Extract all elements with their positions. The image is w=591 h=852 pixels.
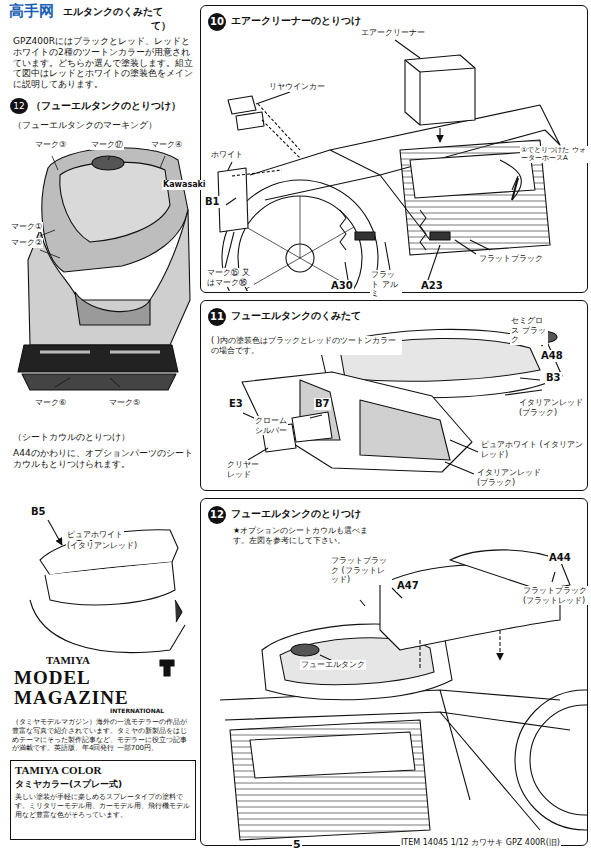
- marking-label: マーク③: [34, 140, 67, 150]
- part-number: A47: [396, 580, 420, 592]
- color-note: イタリアンレッド (ブラック): [518, 398, 584, 417]
- part-number: A23: [420, 280, 444, 292]
- note-text: ( )内の塗装色はブラックとレッドのツートンカラーの場合です。: [210, 336, 402, 355]
- step-number: 12: [208, 506, 226, 524]
- color-note: フラット アルミ: [370, 270, 402, 299]
- section-heading: て）: [150, 20, 172, 32]
- color-note: ピュアホワイト: [66, 530, 124, 540]
- step-number: 10: [208, 13, 226, 31]
- section-heading: （フューエルタンクのとりつけ）: [30, 100, 182, 112]
- marking-label: マーク⑥: [34, 398, 67, 408]
- part-number: A48: [540, 350, 564, 362]
- box-text: MAGAZINE: [14, 686, 129, 710]
- part-number: E3: [228, 398, 244, 410]
- box-title: フューエルタンクのとりつけ: [231, 508, 361, 521]
- part-number: A44: [548, 552, 572, 564]
- box-text: 美しい塗装が手軽に楽しめるスプレータイプの塗料です。ミリタリーモデル用、カーモデ…: [15, 793, 191, 819]
- color-note: フラットブラック (フラットレッド): [522, 586, 588, 605]
- box-text: （タミヤモデルマガジン）海外の一流モデラーの作品が豊富な写真で紹介されています。…: [12, 718, 190, 753]
- box-text: MODEL: [14, 666, 91, 690]
- box-title: TAMIYA: [46, 654, 90, 668]
- color-note: クローム シルバー: [254, 416, 288, 435]
- step-panel: 12 フューエルタンクのとりつけ: [200, 498, 588, 846]
- part-number: B7: [314, 398, 331, 410]
- page-number: 5: [292, 838, 302, 851]
- part-number: A30: [330, 280, 354, 292]
- decal-text: Kawasaki: [162, 180, 207, 190]
- step-number: 11: [208, 308, 226, 326]
- item-code: ITEM 14045 1/12 カワサキ GPZ 400R(旧): [400, 838, 561, 848]
- box-title: フューエルタンクのくみたて: [231, 310, 361, 323]
- part-number: B3: [545, 372, 562, 384]
- part-name: ①でとりつけた ウォーターホースA: [520, 146, 588, 163]
- marking-label: マーク⑤: [108, 398, 141, 408]
- color-note: セミグロス ブラック: [510, 316, 548, 345]
- note-text: GPZ400Rにはブラックとレッド、レッドとホワイトの2種のツートンカラーが用意…: [12, 36, 196, 90]
- marking-label: マーク④: [150, 140, 183, 150]
- part-number: B5: [30, 506, 47, 518]
- note-text: ★オプションのシートカウルも選べます。左図を参考にして下さい。: [232, 526, 384, 545]
- part-name: リヤウインカー: [268, 82, 326, 92]
- color-note: フラットブラック (フラットレッド): [330, 556, 392, 585]
- color-note: ホワイト: [210, 150, 244, 160]
- box-title: エアークリーナーのとりつけ: [231, 15, 361, 28]
- info-box: TAMIYAMODELMAGAZINEINTERNATIONAL （タミヤモデルマ…: [10, 652, 196, 757]
- step-number: 12: [10, 98, 28, 114]
- part-name: フューエルタンク: [300, 660, 366, 670]
- color-note: クリヤー レッド: [226, 460, 260, 479]
- part-number: B1: [204, 196, 221, 208]
- section-heading: （フューエルタンクのマーキング）: [12, 120, 158, 131]
- marking-label: マーク②: [10, 238, 43, 248]
- color-note: イタリアンレッド (ブラック): [476, 468, 548, 487]
- section-heading: エルタンクのくみたて: [62, 6, 164, 18]
- color-note: ピュアホワイト (イタリアンレッド): [480, 440, 586, 459]
- box-text: INTERNATIONAL: [110, 707, 164, 715]
- marking-label: マーク①: [10, 222, 43, 232]
- section-heading: （シートカウルのとりつけ）: [12, 432, 131, 443]
- color-note: フラットブラック: [478, 254, 544, 264]
- info-box: TAMIYA COLORタミヤカラー(スプレー式) 美しい塗装が手軽に楽しめるスプ…: [10, 760, 196, 840]
- box-title: TAMIYA COLOR: [15, 764, 102, 778]
- watermark: 高手网: [8, 2, 55, 20]
- marking-label: マーク⑮ 又はマーク⑯: [206, 268, 254, 287]
- part-name: エアークリーナー: [360, 28, 426, 38]
- color-note: (イタリアンレッド): [66, 541, 138, 551]
- note-text: A44のかわりに、オプションパーツのシートカウルもとりつけられます。: [12, 448, 196, 470]
- marking-label: マーク⑰: [90, 140, 124, 150]
- box-text: タミヤカラー(スプレー式): [15, 779, 122, 790]
